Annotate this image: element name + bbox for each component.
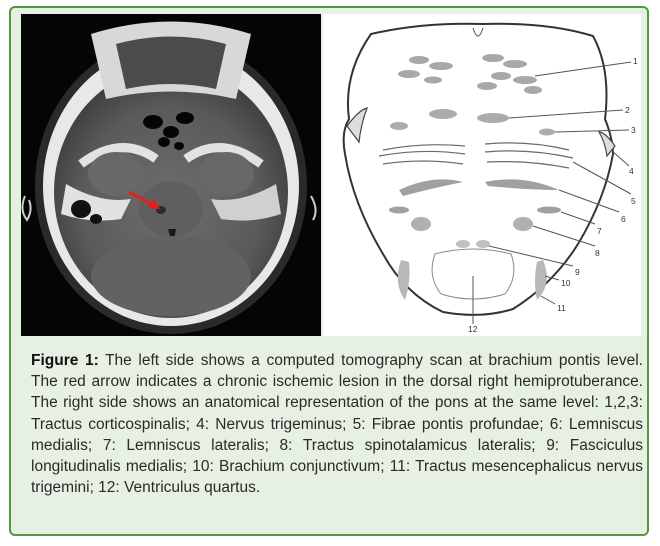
ct-scan-image <box>21 14 321 336</box>
diagram-label-7: 7 <box>597 226 602 236</box>
diagram-label-12: 12 <box>468 324 478 334</box>
figure-caption-text: The left side shows a computed tomograph… <box>31 352 643 496</box>
figure-caption: Figure 1: The left side shows a computed… <box>31 350 643 498</box>
ct-scan-drawing <box>21 14 321 336</box>
diagram-label-8: 8 <box>595 248 600 258</box>
pons-diagram: 1 2 3 4 5 6 7 8 9 10 11 12 <box>323 14 641 336</box>
diagram-label-11: 11 <box>557 303 566 313</box>
diagram-label-2: 2 <box>625 105 630 115</box>
diagram-label-9: 9 <box>575 267 580 277</box>
diagram-label-10: 10 <box>561 278 571 288</box>
diagram-label-5: 5 <box>631 196 636 206</box>
figure-box: 1 2 3 4 5 6 7 8 9 10 11 12 Figure 1: The… <box>9 6 649 536</box>
figure-caption-label: Figure 1: <box>31 352 99 369</box>
pons-diagram-drawing: 1 2 3 4 5 6 7 8 9 10 11 12 <box>323 14 641 336</box>
diagram-label-4: 4 <box>629 166 634 176</box>
figure-images: 1 2 3 4 5 6 7 8 9 10 11 12 <box>21 14 641 336</box>
diagram-label-1: 1 <box>633 56 638 66</box>
diagram-label-3: 3 <box>631 125 636 135</box>
diagram-label-6: 6 <box>621 214 626 224</box>
